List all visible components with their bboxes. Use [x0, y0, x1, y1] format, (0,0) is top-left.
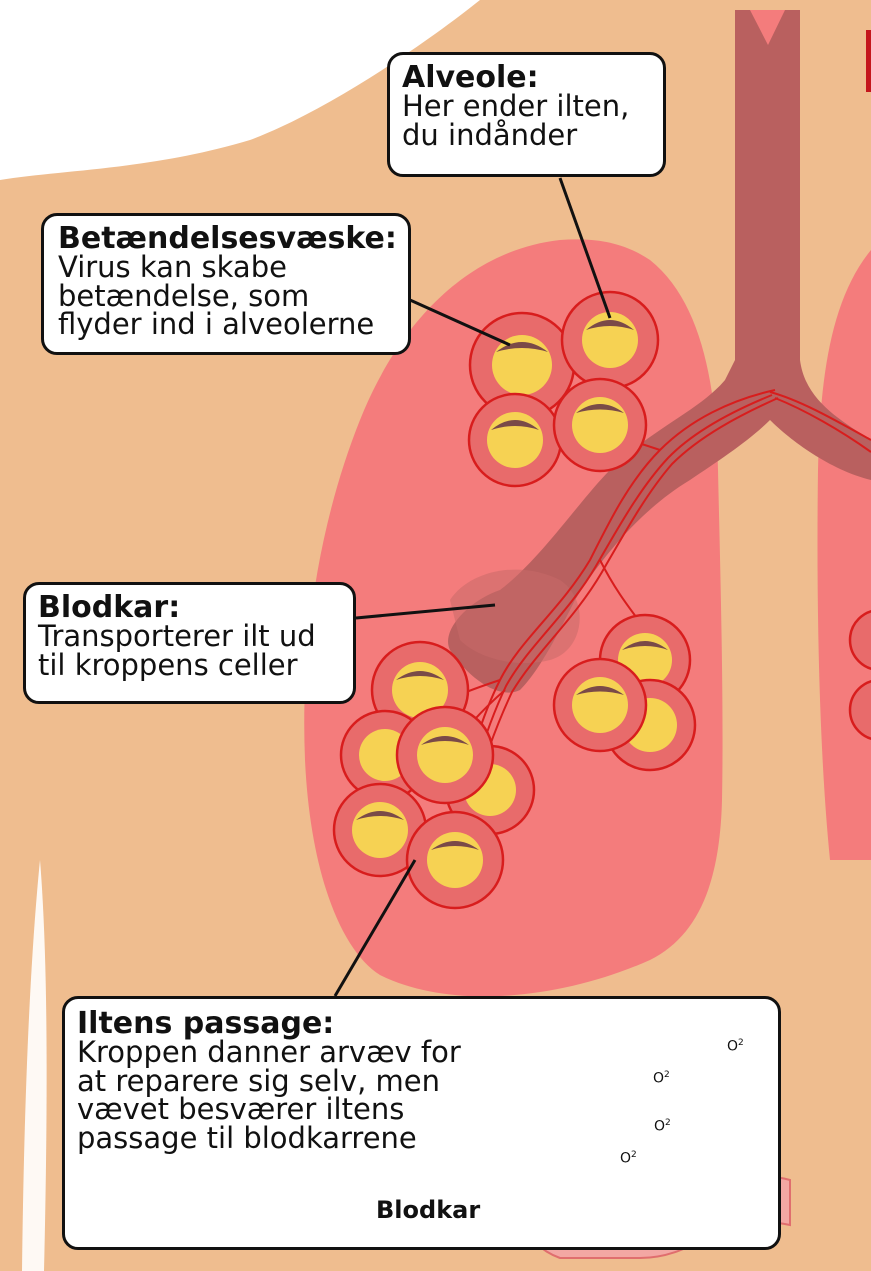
betaendelsesvaeske-text: Virus kan skabe betændelse, som flyder i… — [58, 253, 396, 338]
alveole-callout: Alveole: Her ender ilten, du indånder — [387, 52, 666, 177]
top-right-tab — [866, 30, 871, 92]
alveole-text: Her ender ilten, du indånder — [402, 92, 651, 149]
blodkar-text: Transporterer ilt ud til kroppens celler — [38, 622, 341, 679]
o2-sup: 2 — [665, 1118, 671, 1128]
betaendelsesvaeske-title: Betændelsesvæske: — [58, 224, 396, 253]
o2-base: O — [654, 1119, 665, 1135]
o2-sup: 2 — [664, 1070, 670, 1080]
o2-label: O2 — [654, 1118, 671, 1135]
o2-label: O2 — [653, 1070, 670, 1087]
o2-base: O — [727, 1039, 738, 1055]
blodkar-callout: Blodkar: Transporterer ilt ud til kroppe… — [23, 582, 356, 704]
o2-sup: 2 — [738, 1038, 744, 1048]
alveole-title: Alveole: — [402, 63, 651, 92]
o2-label: O2 — [620, 1150, 637, 1167]
iltens-passage-text: Kroppen danner arvæv for at reparere sig… — [77, 1038, 477, 1152]
blodkar-title: Blodkar: — [38, 593, 341, 622]
iltens-passage-title: Iltens passage: — [77, 1009, 766, 1038]
o2-sup: 2 — [631, 1150, 637, 1160]
o2-base: O — [653, 1071, 664, 1087]
betaendelsesvaeske-callout: Betændelsesvæske: Virus kan skabe betænd… — [41, 213, 411, 355]
o2-label: O2 — [727, 1038, 744, 1055]
inset-blodkar-label: Blodkar — [376, 1196, 480, 1224]
o2-base: O — [620, 1151, 631, 1167]
